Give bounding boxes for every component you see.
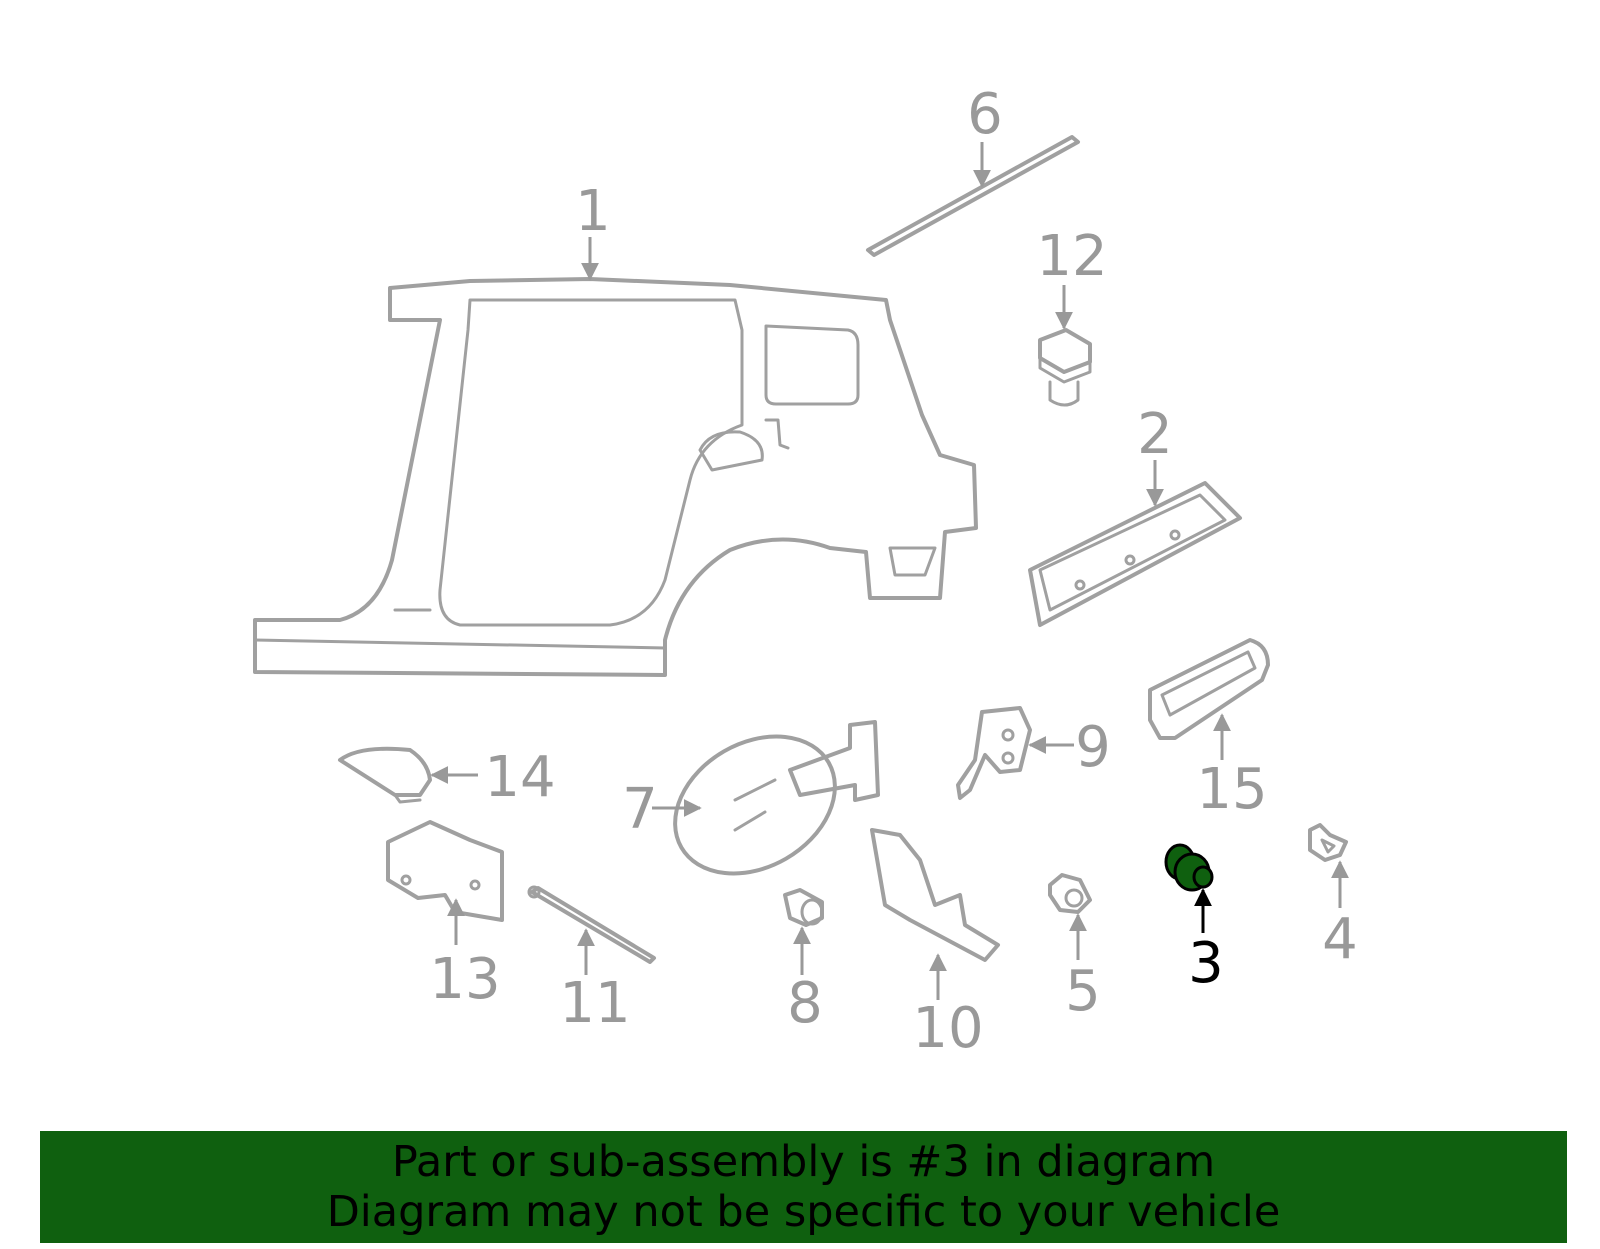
- part-14-cover: [338, 746, 432, 804]
- callout-6: 6: [967, 82, 1003, 147]
- callout-5: 5: [1065, 959, 1101, 1024]
- part-4-clip: [1308, 823, 1348, 862]
- part-3-grommet: [1164, 843, 1214, 892]
- callout-2: 2: [1137, 402, 1173, 467]
- callout-1: 1: [575, 179, 611, 244]
- part-13-bracket: [386, 820, 504, 922]
- callout-8: 8: [787, 971, 823, 1036]
- callout-3: 3: [1188, 931, 1224, 996]
- callout-10: 10: [912, 996, 983, 1061]
- callout-4: 4: [1322, 907, 1358, 972]
- info-banner: Part or sub-assembly is #3 in diagram Di…: [40, 1131, 1567, 1243]
- parts-diagram: 1 6 12 2 15 9 14 7 13 11 8 10 5 3 4: [253, 82, 1358, 1061]
- part-7-fuel-door: [673, 720, 880, 876]
- callout-9: 9: [1075, 715, 1111, 780]
- callout-11: 11: [559, 971, 630, 1036]
- banner-line-2: Diagram may not be specific to your vehi…: [326, 1187, 1281, 1237]
- callout-14: 14: [484, 745, 555, 810]
- part-8-bumper: [783, 888, 824, 927]
- callout-13: 13: [429, 947, 500, 1012]
- callout-12: 12: [1036, 224, 1107, 289]
- part-12-clip: [1038, 328, 1092, 407]
- callout-15: 15: [1196, 757, 1267, 822]
- part-15-housing: [1148, 638, 1270, 740]
- part-9-hinge: [956, 706, 1032, 800]
- part-10-bracket: [870, 828, 1000, 962]
- part-6-moulding: [866, 135, 1080, 257]
- callout-7: 7: [622, 777, 658, 842]
- part-1-body-side-panel: [253, 277, 978, 677]
- part-5-nut: [1048, 873, 1092, 914]
- part-2-reinforcement: [1028, 481, 1242, 627]
- part-11-rod: [527, 885, 656, 964]
- banner-line-1: Part or sub-assembly is #3 in diagram: [391, 1137, 1216, 1187]
